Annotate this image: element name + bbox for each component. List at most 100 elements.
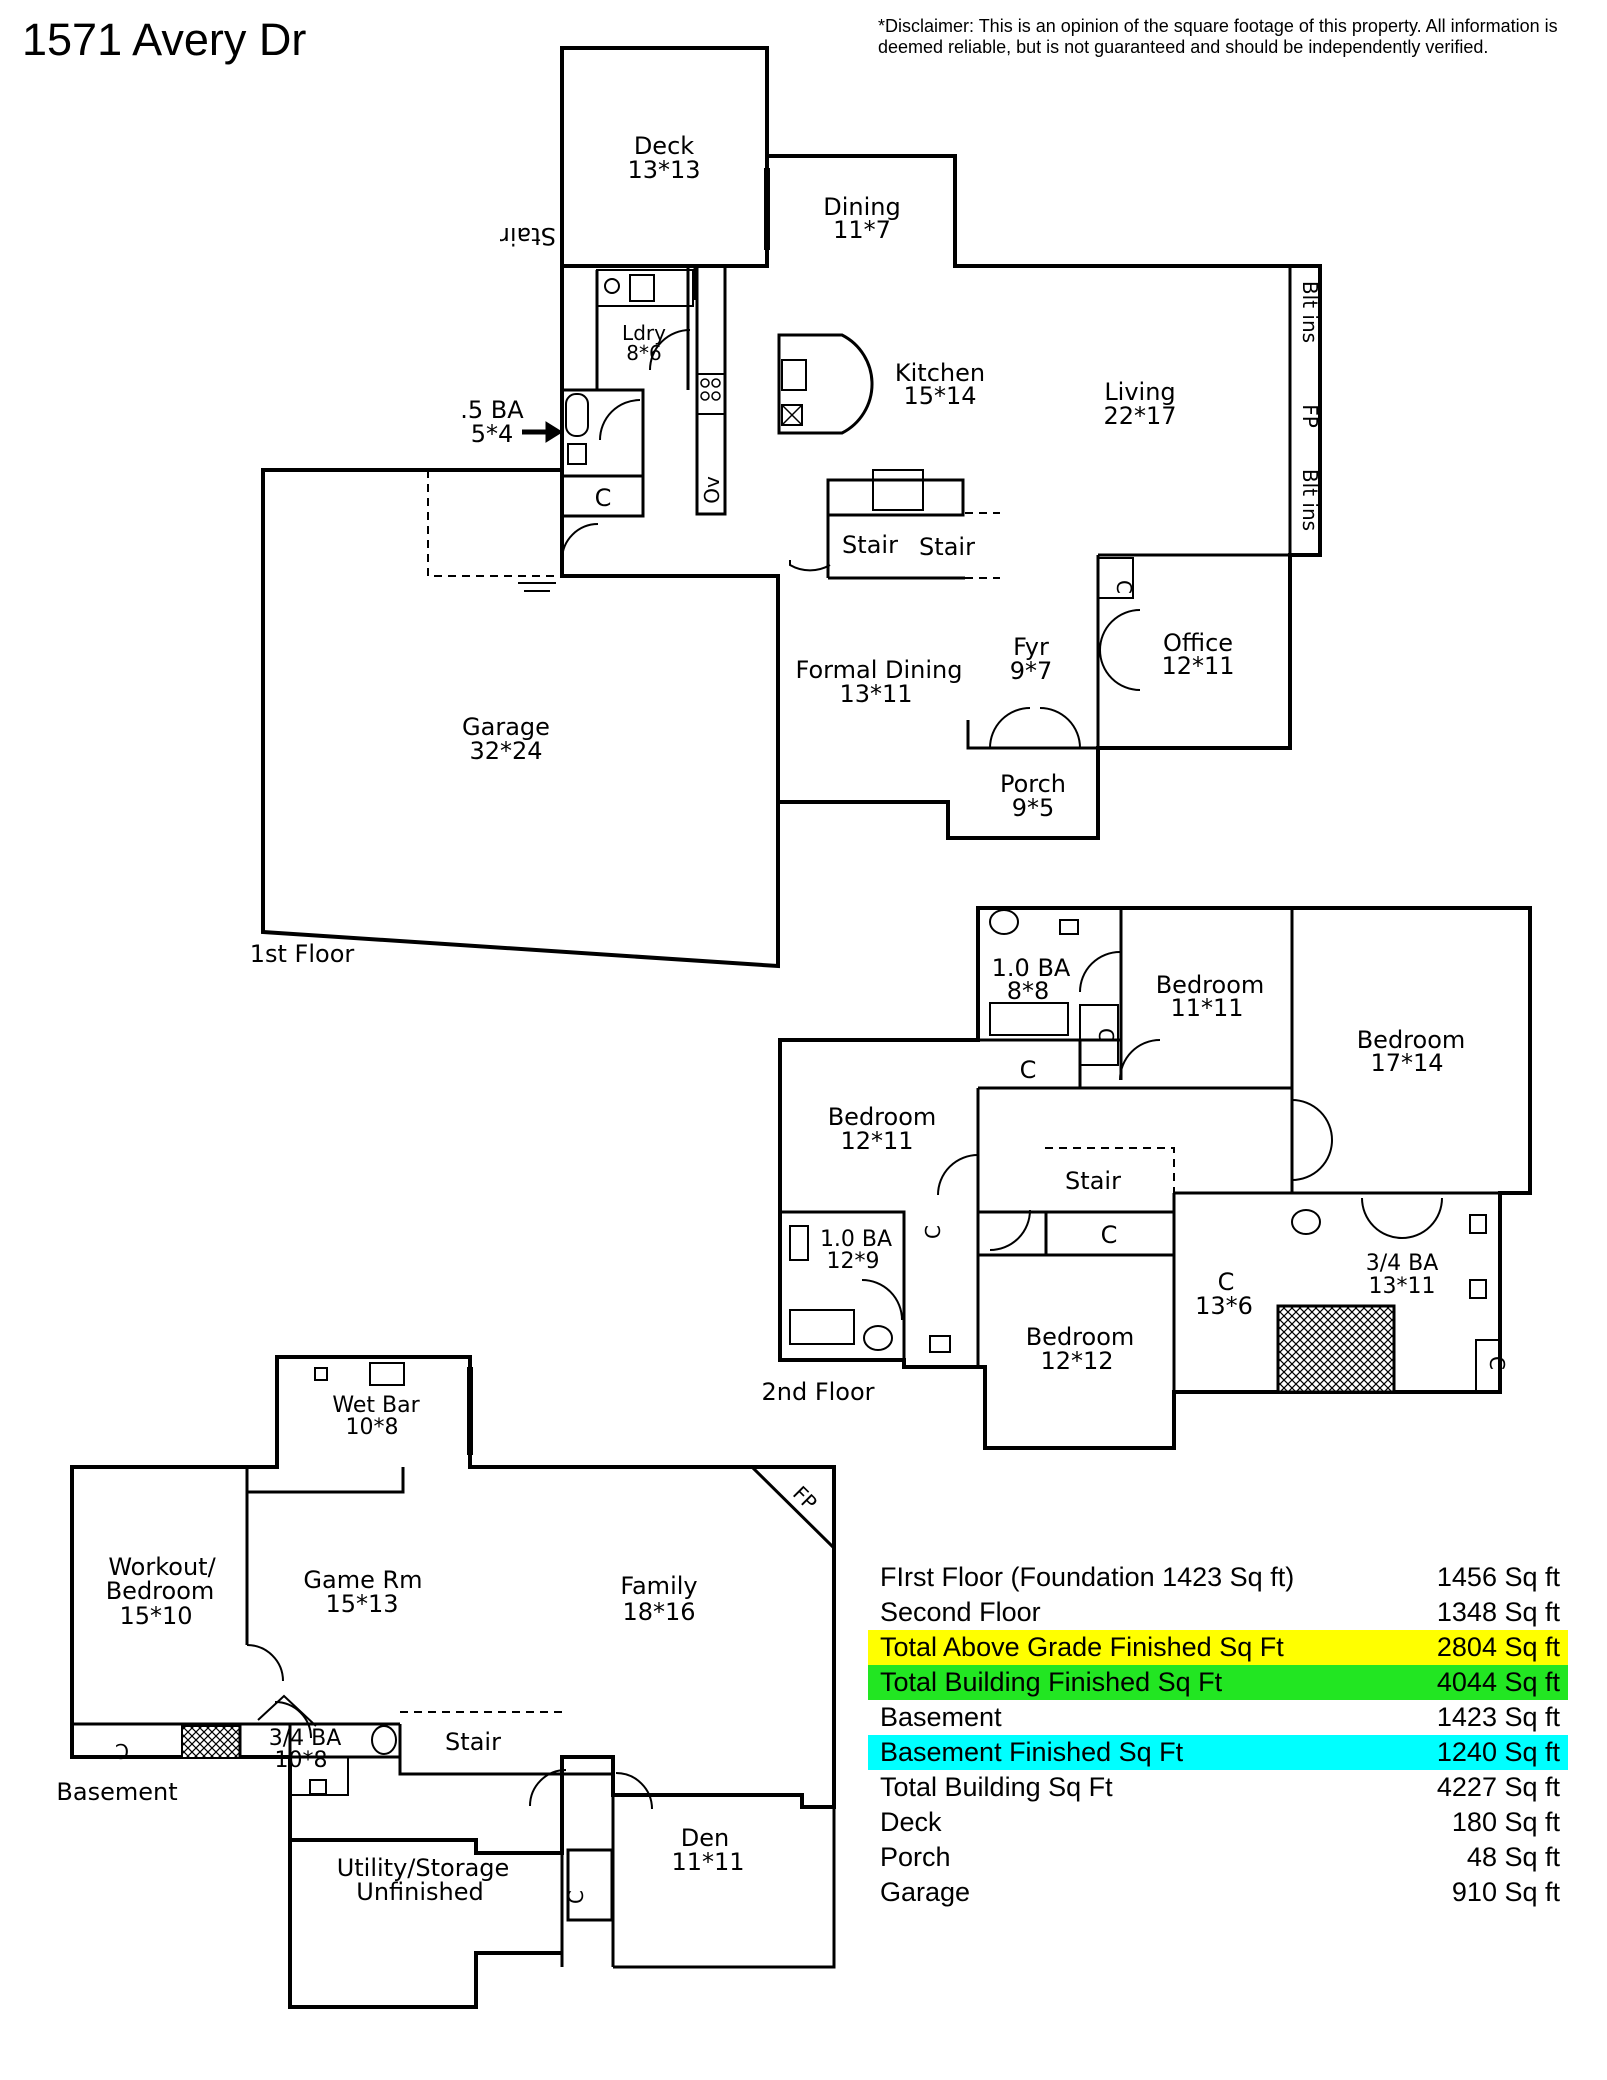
bedroom-c-name: Bedroom xyxy=(828,1103,937,1131)
built-ins-top: Blt ins xyxy=(1298,281,1322,343)
kitchen-name: Kitchen xyxy=(895,359,985,387)
closet-e-label: C xyxy=(1485,1356,1509,1370)
summary-label: Total Building Sq Ft xyxy=(880,1772,1113,1802)
oven-label: Ov xyxy=(700,476,724,504)
summary-row: Basement 1423 Sq ft xyxy=(868,1700,1568,1735)
summary-row: Basement Finished Sq Ft 1240 Sq ft xyxy=(868,1735,1568,1770)
workout-dims: 15*10 xyxy=(119,1602,192,1630)
bedroom-d-dims: 12*12 xyxy=(1040,1347,1113,1375)
second-floor xyxy=(778,906,1532,1450)
bath-a-dims: 8*8 xyxy=(1007,977,1050,1005)
summary-label: Second Floor xyxy=(880,1597,1041,1627)
summary-value: 1423 Sq ft xyxy=(1436,1702,1560,1732)
dining-dims: 11*7 xyxy=(833,216,891,244)
second-floor-label: 2nd Floor xyxy=(761,1378,874,1406)
closet-big-dims: 13*6 xyxy=(1195,1292,1253,1320)
office-name: Office xyxy=(1163,629,1233,657)
summary-value: 1240 Sq ft xyxy=(1436,1737,1560,1767)
summary-label: Porch xyxy=(880,1842,951,1872)
family-name: Family xyxy=(620,1572,697,1600)
family-dims: 18*16 xyxy=(622,1598,695,1626)
summary-value: 180 Sq ft xyxy=(1451,1807,1560,1837)
foyer-dims: 9*7 xyxy=(1010,657,1053,685)
bedroom-a-dims: 11*11 xyxy=(1170,994,1243,1022)
basement-bath-name: 3/4 BA xyxy=(269,1726,342,1751)
closet-b-label: C xyxy=(1112,580,1136,594)
basement xyxy=(70,1355,836,2009)
bedroom-d-name: Bedroom xyxy=(1026,1323,1135,1351)
basement-closet-a: C xyxy=(115,1739,129,1763)
den-dims: 11*11 xyxy=(671,1848,744,1876)
den-name: Den xyxy=(681,1824,729,1852)
bedroom-b-dims: 17*14 xyxy=(1370,1049,1443,1077)
garage-name: Garage xyxy=(462,713,550,741)
game-room-dims: 15*13 xyxy=(325,1590,398,1618)
summary-label: Total Above Grade Finished Sq Ft xyxy=(880,1632,1284,1662)
foyer-name: Fyr xyxy=(1013,633,1049,661)
porch-dims: 9*5 xyxy=(1012,794,1055,822)
closet-label: C xyxy=(595,484,612,512)
summary-label: Basement Finished Sq Ft xyxy=(880,1737,1184,1767)
page-title: 1571 Avery Dr xyxy=(22,14,307,65)
summary-value: 1456 Sq ft xyxy=(1436,1562,1560,1592)
summary-value: 48 Sq ft xyxy=(1466,1842,1560,1872)
first-floor-labels: Deck 13*13 Dining 11*7 Stair Ldry 8*6 Ki… xyxy=(250,132,1322,968)
bedroom-a-name: Bedroom xyxy=(1156,971,1265,999)
first-floor-outline xyxy=(560,154,1322,840)
laundry-name: Ldry xyxy=(622,321,666,345)
second-floor-labels: 1.0 BA 8*8 Bedroom 11*11 Bedroom 17*14 B… xyxy=(761,954,1509,1406)
basement-fp-label: FP xyxy=(788,1481,822,1515)
basement-closet-b: C xyxy=(564,1890,588,1904)
bedroom-c-dims: 12*11 xyxy=(840,1127,913,1155)
dining-name: Dining xyxy=(823,193,900,221)
basement-labels: Wet Bar 10*8 FP Workout/ Bedroom 15*10 G… xyxy=(56,1393,821,1906)
utility-name-2: Unfinished xyxy=(356,1878,484,1906)
bath-b-dims: 12*9 xyxy=(827,1249,880,1274)
summary-row: FIrst Floor (Foundation 1423 Sq ft) 1456 … xyxy=(868,1560,1568,1595)
wet-bar-dims: 10*8 xyxy=(346,1415,399,1440)
formal-dining-dims: 13*11 xyxy=(839,680,912,708)
workout-name-2: Bedroom xyxy=(106,1577,215,1605)
summary-label: Garage xyxy=(880,1877,971,1907)
living-dims: 22*17 xyxy=(1103,402,1176,430)
summary-label: FIrst Floor (Foundation 1423 Sq ft) xyxy=(880,1562,1295,1592)
garage-dims: 32*24 xyxy=(469,737,542,765)
wet-bar-name: Wet Bar xyxy=(332,1393,420,1418)
stair-a-label: Stair xyxy=(842,531,898,559)
closet-c-label: C xyxy=(921,1225,945,1239)
living-name: Living xyxy=(1104,378,1175,406)
bath-c-dims: 13*11 xyxy=(1369,1274,1436,1299)
garage-outline xyxy=(261,468,780,969)
first-floor xyxy=(261,46,1322,969)
laundry-dims: 8*6 xyxy=(626,341,661,365)
bedroom-b-name: Bedroom xyxy=(1357,1026,1466,1054)
workout-name-1: Workout/ xyxy=(108,1553,216,1581)
square-footage-summary: FIrst Floor (Foundation 1423 Sq ft) 1456 … xyxy=(868,1560,1568,1910)
summary-value: 4227 Sq ft xyxy=(1436,1772,1560,1802)
summary-label: Total Building Finished Sq Ft xyxy=(880,1667,1223,1697)
closet-a-label: C xyxy=(1020,1056,1037,1084)
half-bath-name: .5 BA xyxy=(460,396,524,424)
porch-name: Porch xyxy=(1000,770,1066,798)
deck-name: Deck xyxy=(634,132,694,160)
bath-c-name: 3/4 BA xyxy=(1366,1251,1439,1276)
summary-row: Porch 48 Sq ft xyxy=(868,1840,1568,1875)
stair-b-label: Stair xyxy=(919,533,975,561)
summary-label: Basement xyxy=(880,1702,1002,1732)
built-ins-bottom: Blt ins xyxy=(1298,469,1322,531)
closet-d-label: C xyxy=(1101,1221,1118,1249)
utility-name-1: Utility/Storage xyxy=(337,1854,510,1882)
half-bath-dims: 5*4 xyxy=(471,420,514,448)
summary-row: Garage 910 Sq ft xyxy=(868,1875,1568,1910)
formal-dining-name: Formal Dining xyxy=(796,656,963,684)
game-room-name: Game Rm xyxy=(303,1566,422,1594)
summary-value: 910 Sq ft xyxy=(1451,1877,1560,1907)
bath-b-name: 1.0 BA xyxy=(820,1227,892,1252)
summary-value: 1348 Sq ft xyxy=(1436,1597,1560,1627)
bath-a-name: 1.0 BA xyxy=(992,954,1071,982)
summary-row: Total Building Sq Ft 4227 Sq ft xyxy=(868,1770,1568,1805)
